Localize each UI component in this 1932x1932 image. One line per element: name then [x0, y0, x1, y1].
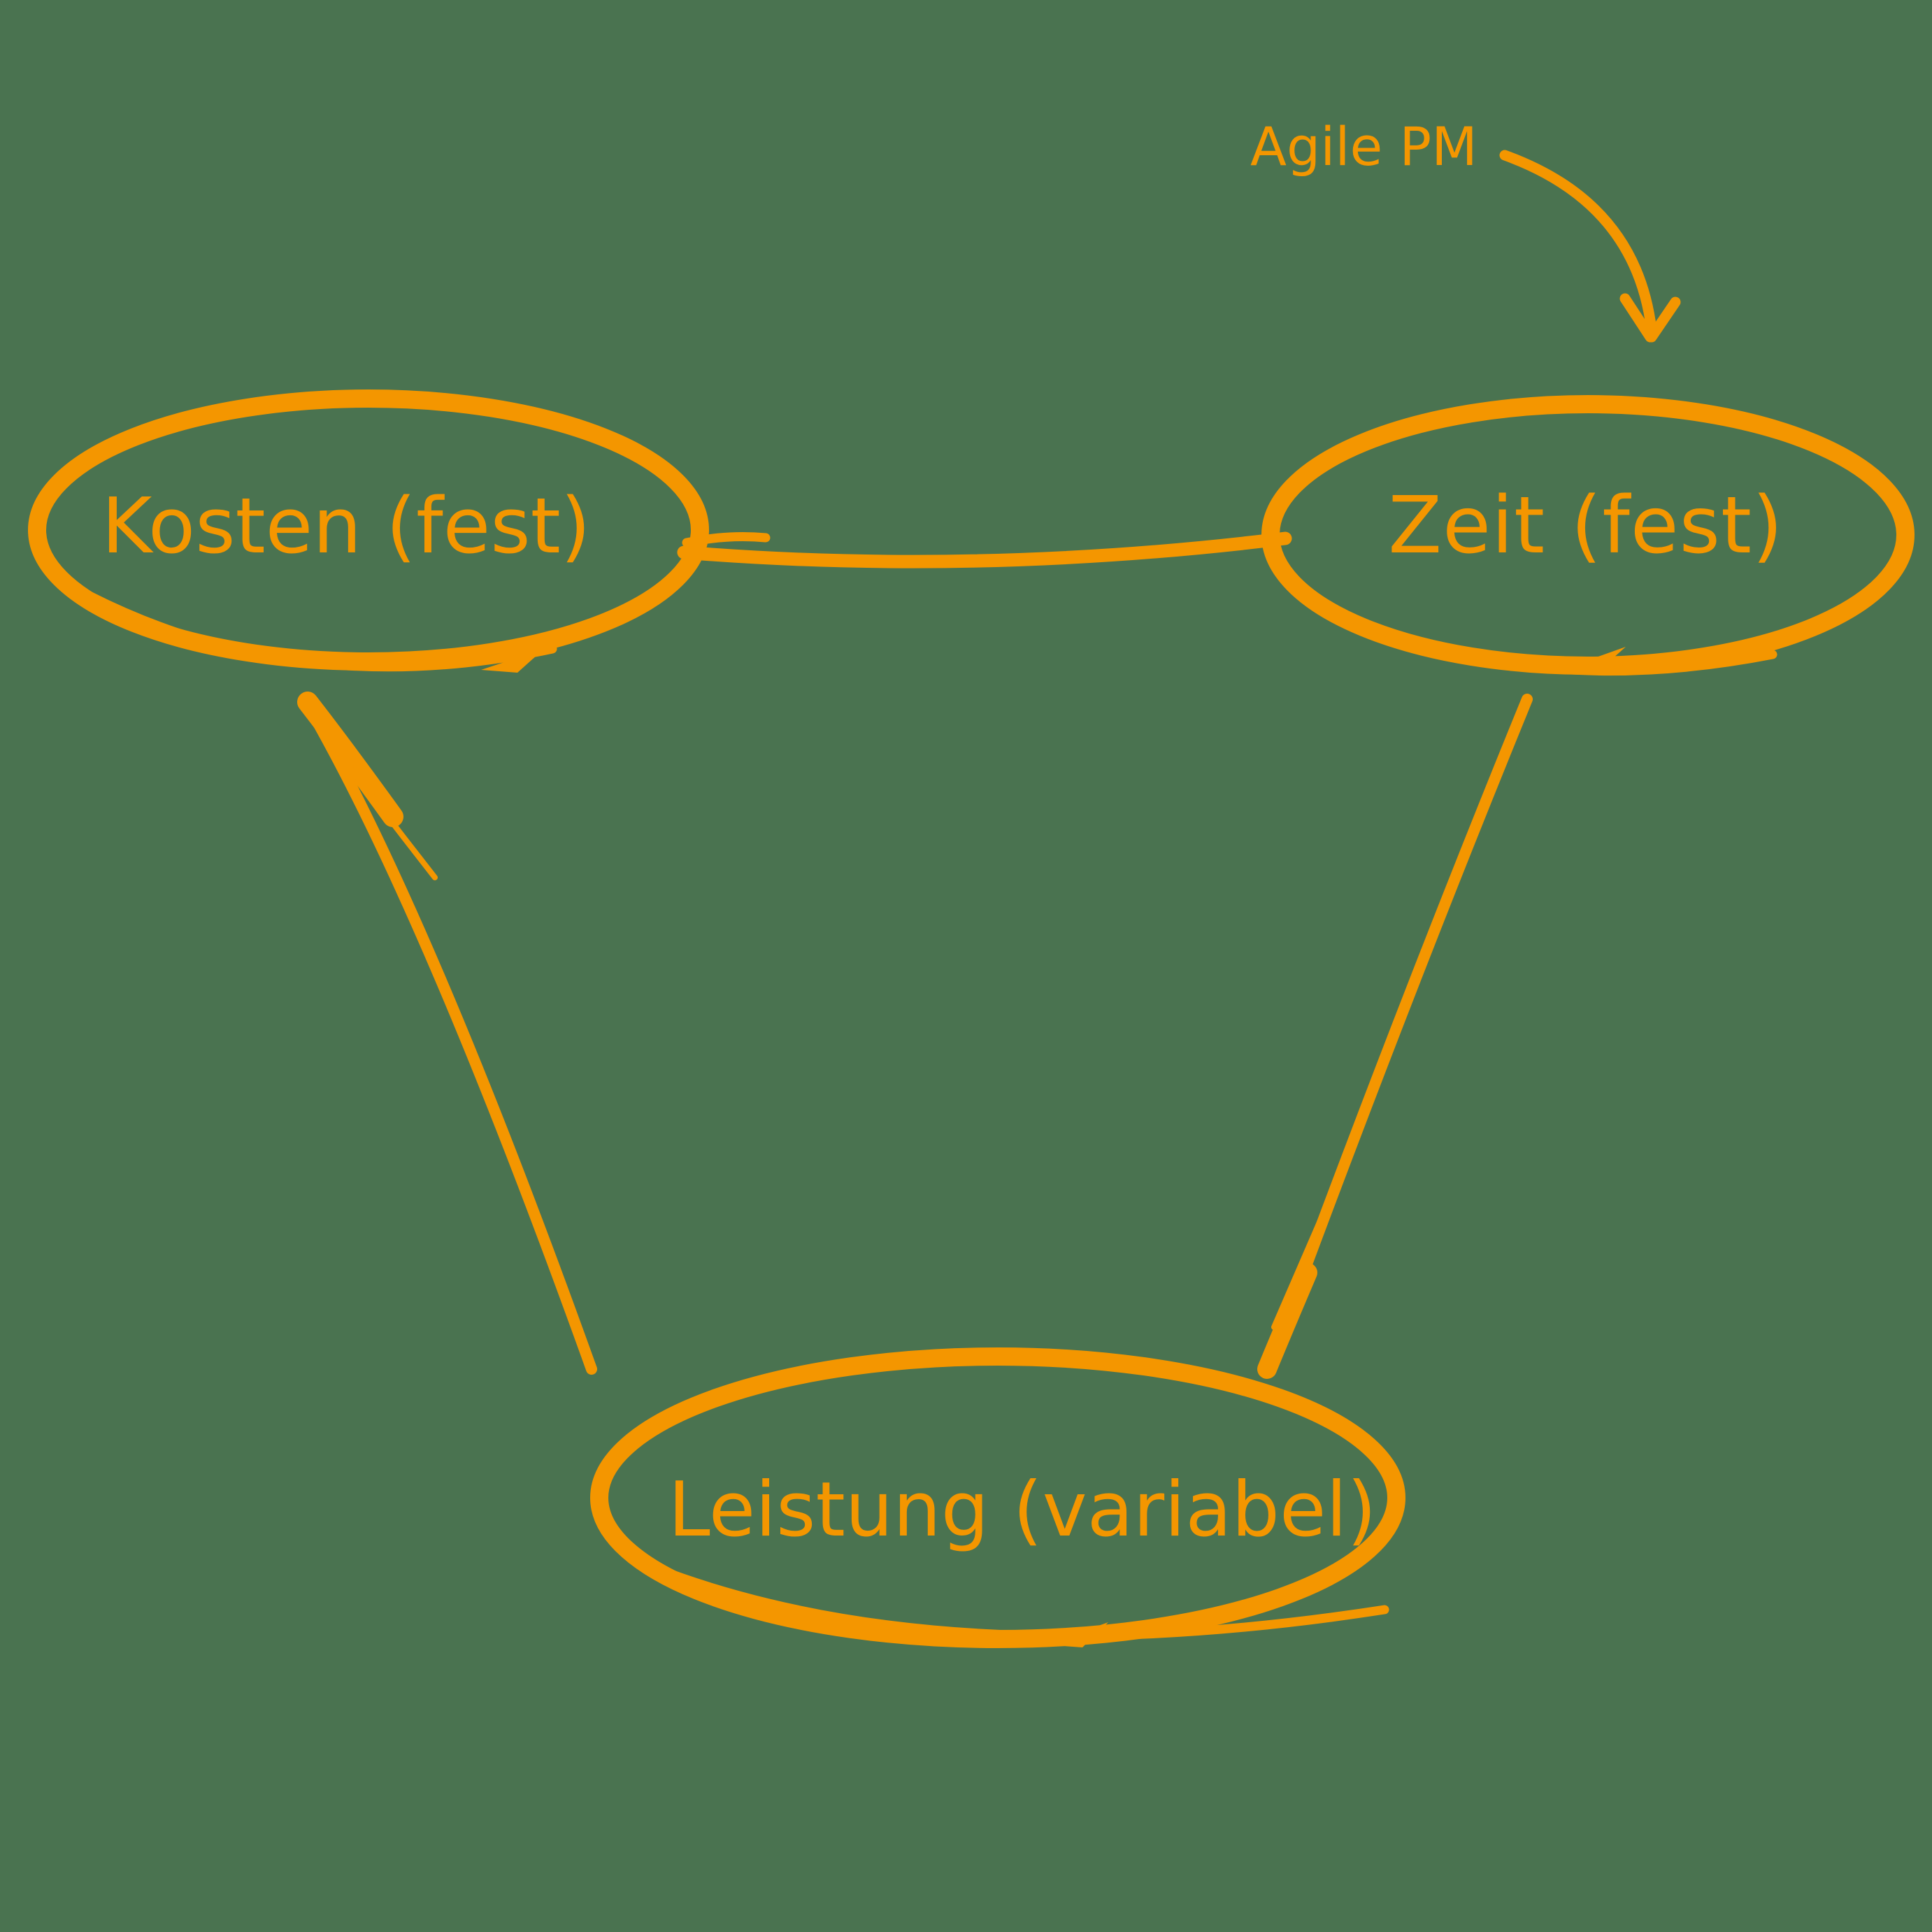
- edge-kosten-zeit-line: [677, 531, 1292, 568]
- edge-kosten-zeit: [677, 531, 1292, 568]
- node-leistung: Leistung (variabel): [590, 1347, 1405, 1648]
- leistung-ellipse: [590, 1347, 1405, 1648]
- node-kosten: Kosten (fest): [28, 389, 709, 673]
- kosten-ellipse-sketch-dart: [481, 649, 544, 673]
- leistung-label: Leistung (variabel): [668, 1466, 1376, 1554]
- leistung-ellipse-sketch-dart: [1045, 1622, 1108, 1647]
- leistung-ellipse-sketch-echo: [649, 1563, 1389, 1640]
- kosten-ellipse-sketch-echo: [85, 591, 557, 672]
- edge-kosten-leistung: [297, 692, 597, 1375]
- edge-kosten-leistung-sketch-overdraw: [297, 692, 403, 827]
- zeit-ellipse-sketch-echo: [1313, 596, 1777, 676]
- kosten-label: Kosten (fest): [101, 481, 590, 571]
- edge-kosten-zeit-sketch-hook: [682, 532, 771, 548]
- edge-kosten-leistung-sketch-hook: [321, 730, 438, 880]
- zeit-label: Zeit (fest): [1388, 480, 1783, 571]
- node-zeit: Zeit (fest): [1261, 395, 1915, 676]
- zeit-ellipse-sketch-dart: [1565, 647, 1626, 670]
- agile-pm-label: Agile PM: [1250, 115, 1477, 178]
- annotation-agile-pm: Agile PM: [1250, 115, 1681, 343]
- agile-pm-arrow-shaft: [1499, 150, 1657, 336]
- edge-zeit-leistung-sketch-overdraw: [1257, 1263, 1317, 1379]
- kosten-ellipse: [28, 389, 709, 671]
- edge-kosten-leistung-line: [300, 696, 597, 1375]
- edge-zeit-leistung: [1257, 694, 1533, 1379]
- agile-pm-arrowhead-icon: [1619, 293, 1681, 343]
